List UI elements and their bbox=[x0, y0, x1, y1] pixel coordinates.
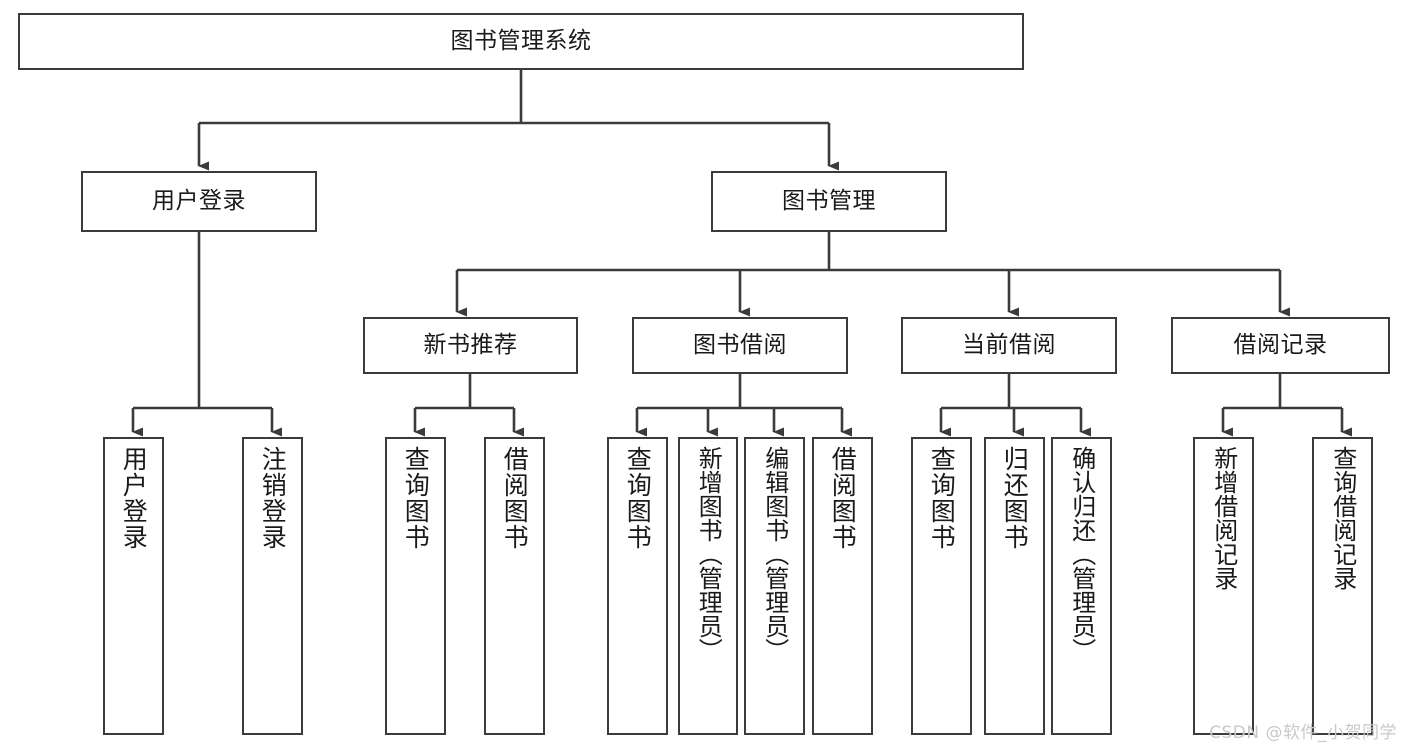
node-current-borrow-label: 当前借阅 bbox=[962, 331, 1056, 358]
node-leaf-query-book-cur[interactable]: 查询图书 bbox=[911, 437, 972, 735]
node-leaf-query-book-borrow-label: 查询图书 bbox=[623, 446, 653, 550]
csdn-watermark: CSDN @软件_小贺同学 bbox=[1209, 723, 1397, 743]
node-leaf-edit-book-label: 编辑图书（管理员） bbox=[760, 446, 789, 662]
node-leaf-add-book-label: 新增图书（管理员） bbox=[694, 446, 723, 662]
node-leaf-add-book[interactable]: 新增图书（管理员） bbox=[678, 437, 738, 735]
node-leaf-query-book-cur-label: 查询图书 bbox=[927, 446, 957, 550]
node-leaf-confirm-return[interactable]: 确认归还（管理员） bbox=[1051, 437, 1112, 735]
node-leaf-borrow-book[interactable]: 借阅图书 bbox=[812, 437, 873, 735]
node-user-login-label: 用户登录 bbox=[152, 187, 246, 214]
node-user-login[interactable]: 用户登录 bbox=[81, 171, 317, 232]
node-leaf-logout-label: 注销登录 bbox=[258, 446, 288, 550]
node-book-borrow-label: 图书借阅 bbox=[693, 331, 787, 358]
node-leaf-borrow-book-rec[interactable]: 借阅图书 bbox=[484, 437, 545, 735]
node-book-manage-label: 图书管理 bbox=[782, 187, 876, 214]
node-leaf-confirm-return-label: 确认归还（管理员） bbox=[1067, 446, 1096, 662]
node-leaf-edit-book[interactable]: 编辑图书（管理员） bbox=[744, 437, 805, 735]
node-root[interactable]: 图书管理系统 bbox=[18, 13, 1024, 70]
node-root-label: 图书管理系统 bbox=[450, 27, 592, 54]
node-current-borrow[interactable]: 当前借阅 bbox=[901, 317, 1117, 374]
node-leaf-query-book-rec[interactable]: 查询图书 bbox=[385, 437, 446, 735]
node-book-borrow[interactable]: 图书借阅 bbox=[632, 317, 848, 374]
node-leaf-user-login[interactable]: 用户登录 bbox=[103, 437, 164, 735]
node-leaf-return-book-label: 归还图书 bbox=[1000, 446, 1030, 550]
node-leaf-add-record[interactable]: 新增借阅记录 bbox=[1193, 437, 1254, 735]
node-borrow-record[interactable]: 借阅记录 bbox=[1171, 317, 1390, 374]
node-leaf-query-book-rec-label: 查询图书 bbox=[401, 446, 431, 550]
node-new-book-recommend[interactable]: 新书推荐 bbox=[363, 317, 578, 374]
node-new-book-recommend-label: 新书推荐 bbox=[423, 331, 518, 358]
node-leaf-query-record[interactable]: 查询借阅记录 bbox=[1312, 437, 1373, 735]
node-leaf-borrow-book-label: 借阅图书 bbox=[828, 446, 858, 550]
node-leaf-query-book-borrow[interactable]: 查询图书 bbox=[607, 437, 668, 735]
node-leaf-logout[interactable]: 注销登录 bbox=[242, 437, 303, 735]
node-leaf-return-book[interactable]: 归还图书 bbox=[984, 437, 1045, 735]
node-leaf-user-login-label: 用户登录 bbox=[119, 446, 149, 550]
node-leaf-query-record-label: 查询借阅记录 bbox=[1328, 446, 1357, 590]
node-book-manage[interactable]: 图书管理 bbox=[711, 171, 947, 232]
node-borrow-record-label: 借阅记录 bbox=[1233, 331, 1328, 358]
node-leaf-add-record-label: 新增借阅记录 bbox=[1209, 446, 1238, 590]
node-leaf-borrow-book-rec-label: 借阅图书 bbox=[500, 446, 530, 550]
